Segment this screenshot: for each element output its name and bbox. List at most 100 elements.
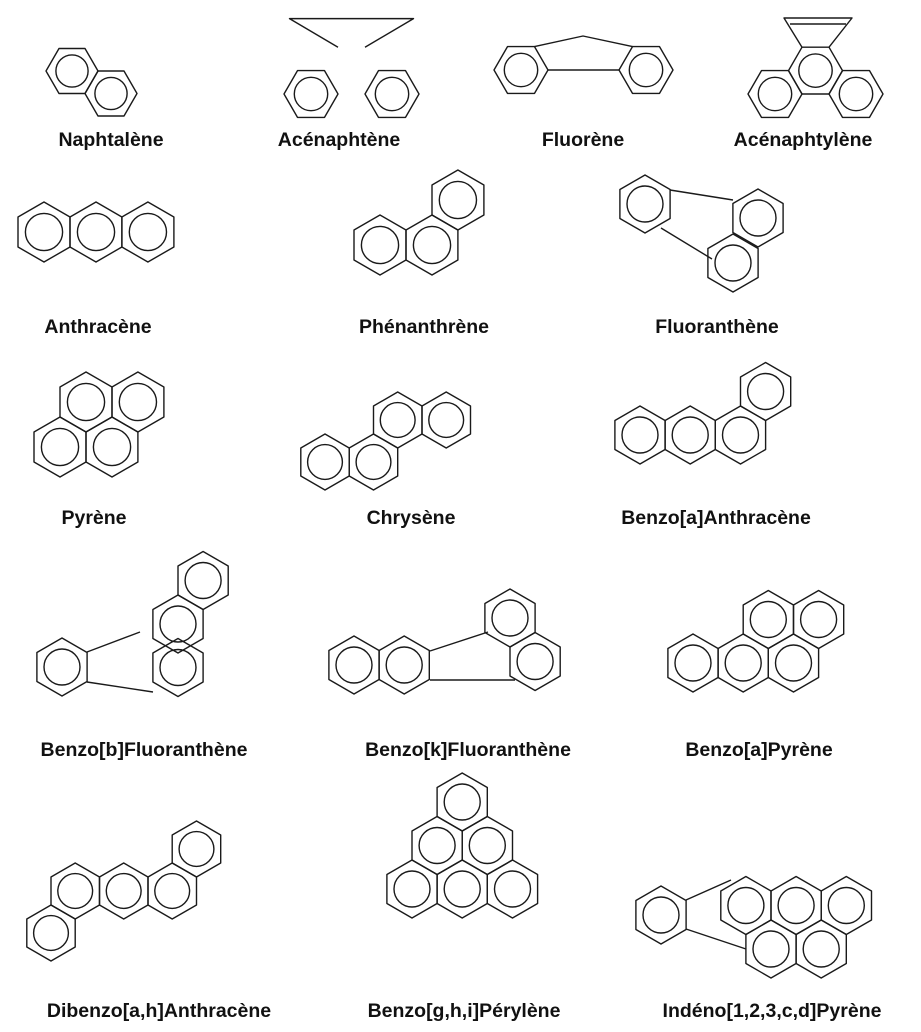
label-phenanthrene: Phénanthrène [358,316,490,338]
label-benzo-a-pyrene: Benzo[a]Pyrène [685,739,833,761]
acenaphtylene-aromatic-circle [757,76,793,112]
label-fluorene: Fluorène [541,129,625,151]
label-acenaphtene: Acénaphtène [277,129,401,151]
benzo-a-anthracene-aromatic-circle [671,416,709,454]
benzo-a-pyrene-aromatic-circle [774,644,813,682]
acenaphtene-bridge [288,17,415,48]
benzo-ghi-perylene-aromatic-circle [443,870,481,908]
benzo-k-fluoranthene-aromatic-circle [516,642,554,681]
naphtalene-aromatic-circle [94,76,128,111]
dibenzo-ah-anthracene-aromatic-circle [154,872,191,910]
benzo-ghi-perylene-aromatic-circle [493,870,532,908]
anthracene-ring [121,201,175,263]
chrysene-aromatic-circle [306,443,344,481]
label-benzo-b-fluoranthene: Benzo[b]Fluoranthène [40,739,248,761]
molecule-indeno-pyrene [635,875,873,979]
pyrene-aromatic-circle [66,382,106,422]
benzo-b-fluoranthene-ring [36,637,88,697]
acenaphtylene-ring5 [783,17,853,48]
fluoranthene-ring5 [660,189,734,260]
indeno-pyrene-aromatic-circle [642,896,680,934]
benzo-b-fluoranthene-aromatic-circle [159,605,197,643]
benzo-k-fluoranthene-aromatic-circle [385,646,423,684]
phenanthrene-ring [431,169,485,231]
fluoranthene-aromatic-circle [626,185,664,223]
molecule-dibenzo-ah-anthracene [26,820,222,962]
benzo-b-fluoranthene-ring5 [86,631,154,693]
label-indeno-pyrene: Indéno[1,2,3,c,d]Pyrène [662,1000,882,1022]
benzo-b-fluoranthene-aromatic-circle [159,648,197,687]
pyrene-aromatic-circle [92,427,132,467]
benzo-b-fluoranthene-ring [152,637,204,698]
molecule-fluorene [493,35,674,95]
dibenzo-ah-anthracene-aromatic-circle [105,872,142,910]
label-dibenzo-ah-anthracene: Dibenzo[a,h]Anthracène [46,1000,272,1022]
label-benzo-ghi-perylene: Benzo[g,h,i]Pérylène [367,1000,561,1022]
benzo-ghi-perylene-aromatic-circle [468,826,506,865]
phenanthrene-aromatic-circle [438,180,478,220]
pyrene-aromatic-circle [40,427,80,467]
benzo-k-fluoranthene-aromatic-circle [335,646,373,684]
molecule-anthracene [17,201,175,263]
naphtalene-ring [84,70,138,117]
fluorene-ch2 [534,35,633,48]
anthracene-aromatic-circle [24,212,64,252]
benzo-b-fluoranthene-ring [177,550,229,611]
benzo-ghi-perylene-ring [436,772,488,832]
anthracene-aromatic-circle [76,212,116,252]
molecule-acenaphtene [283,17,420,119]
label-acenaphtylene: Acénaphtylène [733,129,873,151]
anthracene-aromatic-circle [128,212,168,252]
label-chrysene: Chrysène [366,507,456,529]
dibenzo-ah-anthracene-aromatic-circle [178,830,215,868]
indeno-pyrene-aromatic-circle [802,930,840,968]
acenaphtene-ring [283,69,339,119]
molecule-benzo-b-fluoranthene [36,550,229,698]
chrysene-aromatic-circle [379,401,416,439]
molecule-benzo-a-anthracene [614,361,792,465]
benzo-b-fluoranthene-aromatic-circle [43,648,81,686]
benzo-a-anthracene-ring [739,361,792,422]
chrysene-ring [421,391,472,449]
molecule-fluoranthene [619,174,784,293]
indeno-pyrene-ring [635,885,687,945]
label-naphtalene: Naphtalène [58,129,164,151]
phenanthrene-aromatic-circle [412,225,452,265]
acenaphtylene-aromatic-circle [838,76,874,112]
benzo-a-anthracene-aromatic-circle [746,372,785,411]
benzo-ghi-perylene-aromatic-circle [418,826,456,865]
acenaphtylene-aromatic-circle [798,53,833,88]
indeno-pyrene-aromatic-circle [777,886,815,925]
benzo-a-pyrene-aromatic-circle [799,600,838,639]
pyrene-aromatic-circle [118,382,158,422]
fluorene-aromatic-circle [628,52,664,88]
molecule-benzo-a-pyrene [667,589,845,693]
pyrene-ring [111,371,165,433]
dibenzo-ah-anthracene-ring [171,820,222,878]
molecule-chrysene [300,391,472,491]
molecule-benzo-ghi-perylene [386,772,539,919]
benzo-ghi-perylene-aromatic-circle [393,870,431,908]
dibenzo-ah-anthracene-aromatic-circle [57,872,94,910]
molecule-naphtalene [45,47,138,117]
acenaphtene-aromatic-circle [374,76,410,112]
acenaphtene-aromatic-circle [293,76,329,112]
benzo-a-anthracene-aromatic-circle [621,416,659,454]
indeno-pyrene-aromatic-circle [752,930,790,968]
label-fluoranthene: Fluoranthène [655,316,779,338]
molecule-pyrene [33,371,165,478]
fluoranthene-ring [732,188,784,248]
benzo-a-pyrene-aromatic-circle [674,644,712,682]
benzo-a-anthracene-aromatic-circle [721,416,760,454]
fluoranthene-ring [707,233,759,293]
benzo-ghi-perylene-aromatic-circle [443,783,481,821]
indeno-pyrene-aromatic-circle [827,886,865,925]
molecule-acenaphtylene [747,17,884,119]
benzo-b-fluoranthene-aromatic-circle [184,561,222,600]
chrysene-aromatic-circle [428,401,465,439]
molecule-benzo-k-fluoranthene [328,588,561,695]
label-pyrene: Pyrène [61,507,127,529]
fluoranthene-aromatic-circle [714,244,752,282]
benzo-k-fluoranthene-ring5 [429,631,515,681]
